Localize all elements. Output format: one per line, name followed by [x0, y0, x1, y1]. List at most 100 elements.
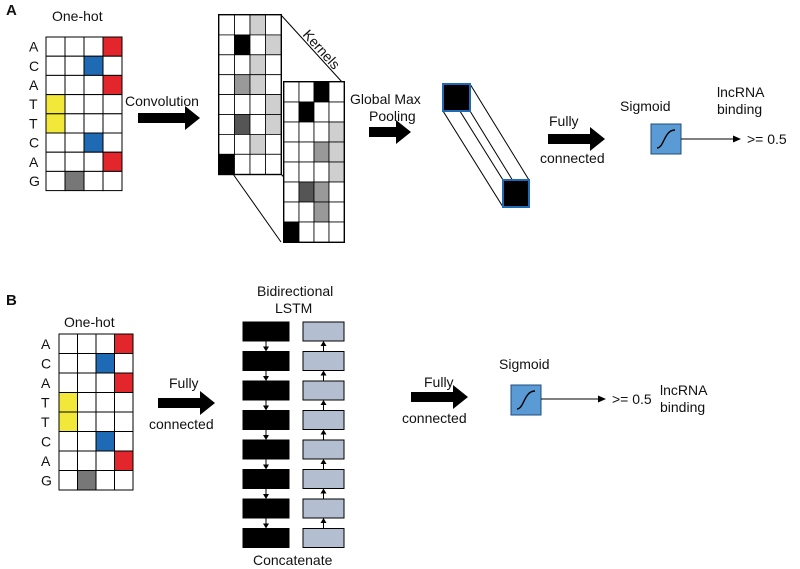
panel-b-right-fully-connected-arrow	[411, 385, 468, 409]
kernels-label: Kernels	[300, 26, 344, 72]
panel-a-onehot-title: One-hot	[52, 8, 103, 24]
onehot-cell	[102, 55, 123, 76]
lstm-forward-arrowhead	[263, 464, 269, 470]
sequence-letter: T	[29, 115, 38, 131]
panel-a-fully-connected-label-line2: connected	[540, 150, 605, 166]
kernel-cell	[328, 221, 345, 243]
onehot-cell	[64, 113, 85, 134]
sequence-letter: T	[41, 414, 50, 430]
panel-b-right-fully-connected-label-line1: Fully	[424, 374, 454, 390]
lstm-label-line1: Bidirectional	[257, 283, 333, 299]
lstm-forward-arrowhead	[263, 376, 269, 381]
onehot-cell	[77, 392, 97, 413]
panel-a-output-label-line1: lncRNA	[717, 84, 765, 100]
onehot-cell	[114, 431, 134, 452]
onehot-cell	[77, 450, 97, 471]
onehot-cell	[83, 132, 104, 153]
onehot-cell	[77, 353, 97, 374]
lstm-backward-arrowhead	[320, 370, 327, 376]
onehot-cell	[45, 36, 66, 57]
kernel-cell	[313, 181, 330, 203]
lstm-forward-cell	[242, 351, 290, 371]
onehot-cell	[95, 450, 115, 471]
lstm-forward-arrowhead	[263, 435, 269, 440]
lstm-forward-cell	[242, 410, 290, 430]
onehot-cell	[83, 36, 104, 57]
pooled-cell-top	[442, 83, 471, 112]
kernel-cell	[218, 74, 235, 95]
onehot-cell	[45, 55, 66, 76]
onehot-cell	[45, 170, 66, 192]
panel-a-onehot-grid	[45, 36, 123, 192]
onehot-cell	[58, 470, 78, 491]
sequence-letter: A	[41, 375, 51, 391]
kernel-cell	[249, 74, 266, 95]
panel-a-label: A	[6, 2, 17, 19]
kernel-cell	[298, 81, 315, 103]
onehot-cell	[114, 333, 134, 354]
panel-b-sigmoid-curve-icon	[516, 390, 536, 410]
kernel-cell	[265, 94, 282, 115]
kernel-cell	[265, 14, 282, 36]
lstm-forward-cell	[242, 469, 290, 489]
onehot-cell	[114, 450, 134, 471]
panel-a-sigmoid-label: Sigmoid	[620, 98, 671, 114]
sequence-letter: A	[29, 154, 39, 170]
onehot-cell	[64, 55, 85, 76]
kernel-cell	[249, 34, 266, 56]
onehot-cell	[58, 372, 78, 393]
lstm-backward-cell	[302, 439, 345, 460]
kernel-cell	[313, 141, 330, 163]
sequence-letter: G	[41, 472, 52, 488]
panel-a-threshold-label: >= 0.5	[747, 131, 787, 147]
kernel-cell	[313, 201, 330, 223]
onehot-cell	[95, 431, 115, 452]
kernel-cell	[283, 161, 300, 183]
kernel-cell	[265, 114, 282, 135]
sequence-letter: C	[29, 135, 39, 151]
kernel-cell	[313, 121, 330, 143]
kernel-cell	[218, 34, 235, 56]
lstm-forward-cell	[242, 439, 290, 460]
global-max-pooling-arrow	[369, 120, 411, 144]
panel-b-sigmoid-label: Sigmoid	[499, 356, 550, 372]
panel-a-sigmoid-box	[650, 123, 682, 155]
onehot-cell	[58, 392, 78, 413]
lstm-backward-arrowhead	[320, 400, 327, 405]
kernel-cell	[265, 133, 282, 155]
onehot-cell	[45, 74, 66, 96]
onehot-cell	[83, 74, 104, 96]
kernel-cell	[298, 201, 315, 223]
kernel-cell	[283, 101, 300, 123]
lstm-forward-arrowhead	[263, 523, 269, 529]
kernel-cell	[265, 153, 282, 175]
kernel-cell	[249, 153, 266, 175]
onehot-cell	[114, 470, 134, 491]
onehot-cell	[77, 431, 97, 452]
lstm-backward-arrowhead	[320, 341, 327, 346]
onehot-cell	[58, 431, 78, 452]
lstm-backward-arrowhead	[320, 488, 327, 494]
kernel-cell	[234, 14, 251, 36]
convolution-label: Convolution	[125, 93, 199, 109]
lstm-forward-cell	[242, 528, 290, 548]
onehot-cell	[95, 372, 115, 393]
panel-b-right-fully-connected-label-line2: connected	[402, 410, 467, 426]
lstm-backward-arrowhead	[320, 518, 327, 523]
pooled-vector	[442, 83, 530, 208]
kernel-cell	[265, 54, 282, 76]
kernel-cell	[313, 101, 330, 123]
onehot-cell	[45, 113, 66, 134]
kernel-cell	[283, 121, 300, 143]
onehot-cell	[102, 94, 123, 115]
lstm-backward-cell	[302, 380, 345, 401]
lstm-forward-cell	[242, 498, 290, 519]
lstm-backward-cell	[302, 498, 345, 519]
lstm-backward-cell	[302, 351, 345, 371]
onehot-cell	[45, 94, 66, 115]
kernel-cell	[283, 221, 300, 243]
onehot-cell	[102, 74, 123, 96]
kernel-cell	[328, 101, 345, 123]
